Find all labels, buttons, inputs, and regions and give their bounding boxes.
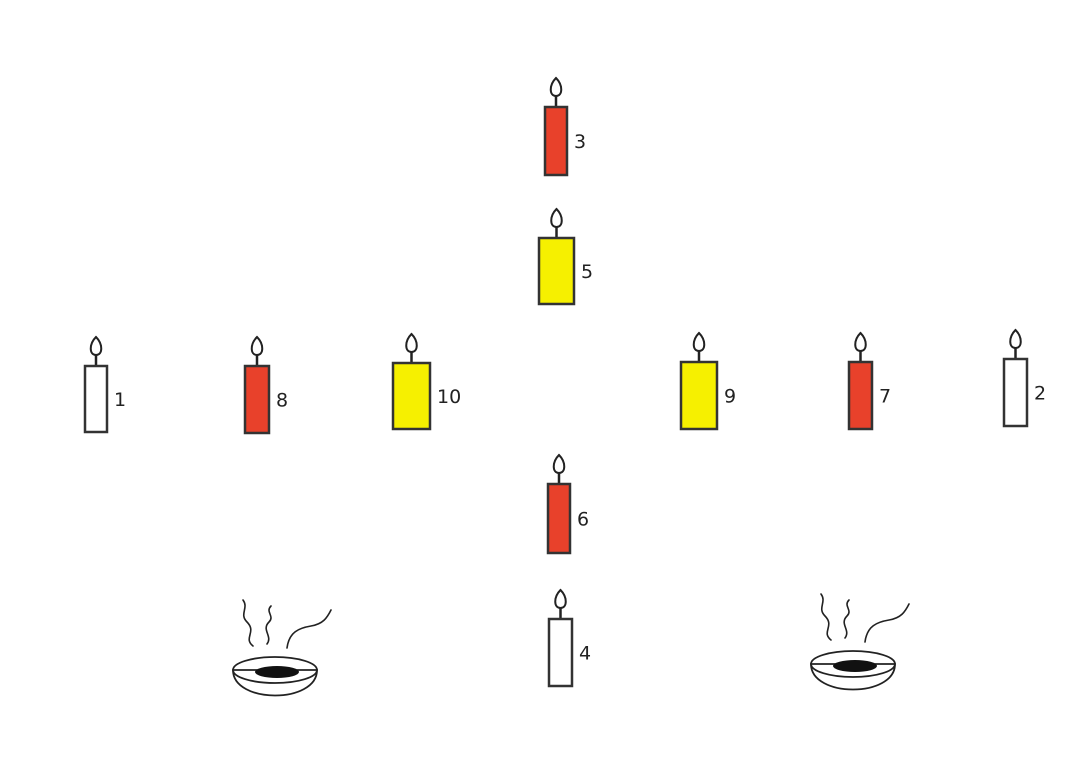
candle-3: 3 [545, 78, 586, 175]
candle-4: 4 [549, 590, 591, 686]
candle-7: 7 [849, 333, 891, 429]
candle-body-white [1004, 359, 1027, 426]
candle-8: 8 [245, 337, 288, 433]
smoke-wisp-3 [287, 610, 331, 648]
candle-body-white [549, 619, 572, 686]
flame-icon [406, 334, 417, 352]
incense-ash [255, 666, 299, 678]
flame-icon [1010, 330, 1021, 348]
candle-body-yellow [681, 362, 717, 429]
candle-body-red [545, 107, 567, 175]
flame-icon [252, 337, 263, 355]
candle-number-label: 7 [879, 386, 891, 408]
flame-icon [551, 78, 562, 96]
flame-icon [554, 455, 565, 473]
flame-icon [855, 333, 866, 351]
candle-number-label: 8 [276, 390, 288, 412]
incense-ash [833, 660, 877, 672]
candle-body-red [548, 484, 570, 553]
candle-number-label: 4 [579, 643, 591, 665]
candle-2: 2 [1004, 330, 1046, 426]
candle-body-yellow [393, 363, 430, 429]
incense-burner-left [233, 600, 331, 696]
smoke-wisp-1 [243, 600, 253, 646]
flame-icon [551, 209, 562, 227]
candle-number-label: 1 [114, 389, 126, 411]
candle-body-red [245, 366, 269, 433]
smoke-wisp-1 [821, 594, 831, 640]
candle-5: 5 [539, 209, 593, 304]
candle-1: 1 [85, 337, 126, 432]
candles-group: 3 5 1 8 10 9 7 2 6 4 [85, 78, 1046, 686]
flame-icon [694, 333, 705, 351]
smoke-wisp-2 [266, 606, 271, 644]
candle-number-label: 2 [1034, 383, 1046, 405]
candle-body-white [85, 366, 107, 432]
candle-number-label: 3 [574, 131, 586, 153]
smoke-wisp-2 [844, 600, 849, 638]
flame-icon [91, 337, 102, 355]
candle-number-label: 5 [581, 261, 593, 283]
candle-number-label: 9 [724, 386, 736, 408]
incense-burner-right [811, 594, 909, 690]
smoke-wisp-3 [865, 604, 909, 642]
candle-9: 9 [681, 333, 736, 429]
candle-number-label: 6 [577, 509, 589, 531]
candle-number-label: 10 [437, 386, 461, 408]
candle-6: 6 [548, 455, 589, 553]
candle-body-yellow [539, 238, 574, 304]
flame-icon [555, 590, 566, 608]
candle-10: 10 [393, 334, 461, 429]
candle-body-red [849, 362, 872, 429]
